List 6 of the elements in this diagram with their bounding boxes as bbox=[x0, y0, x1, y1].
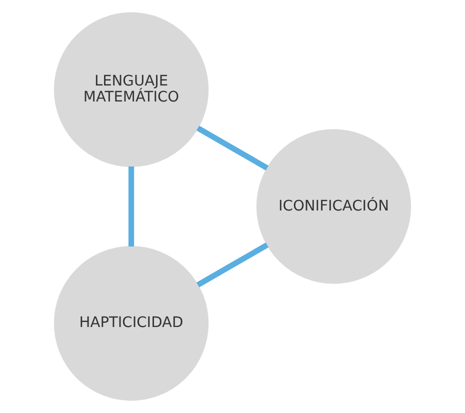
node-circle: LENGUAJE MATEMÁTICO bbox=[54, 12, 209, 167]
node-circle: ICONIFICACIÓN bbox=[256, 129, 412, 284]
node-circle: HAPTICICIDAD bbox=[54, 246, 209, 401]
connector bbox=[128, 166, 134, 247]
connector bbox=[196, 126, 269, 170]
connector bbox=[196, 242, 269, 288]
